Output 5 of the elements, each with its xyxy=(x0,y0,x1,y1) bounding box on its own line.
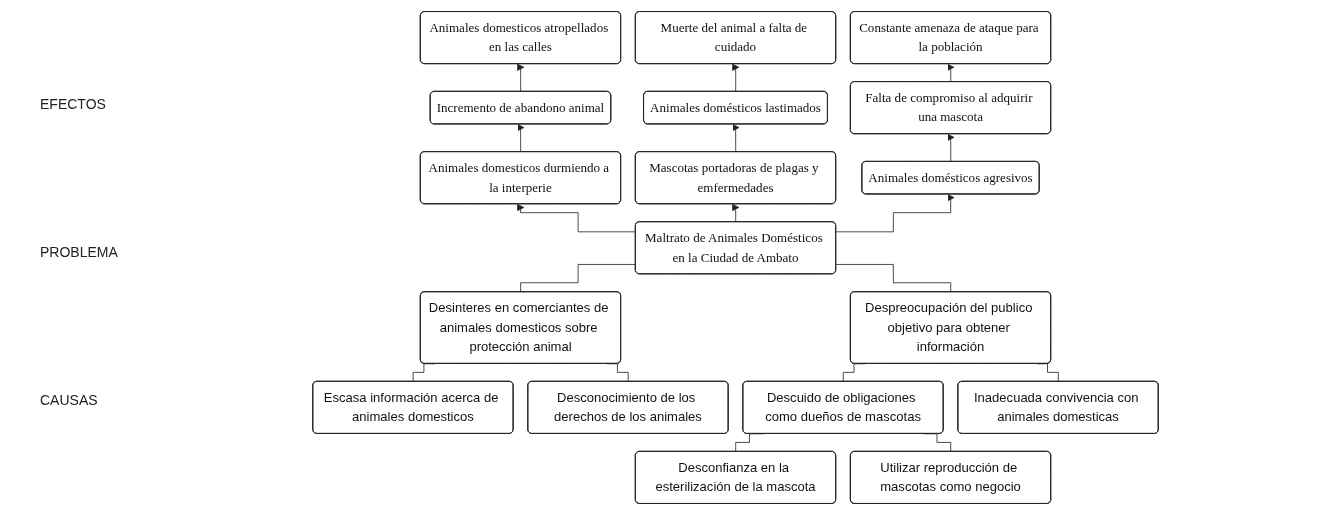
section-label: CAUSAS xyxy=(40,392,99,408)
connector xyxy=(520,263,637,293)
section-label: EFECTOS xyxy=(40,96,107,112)
connector xyxy=(835,263,952,293)
section-label: PROBLEMA xyxy=(40,244,119,260)
